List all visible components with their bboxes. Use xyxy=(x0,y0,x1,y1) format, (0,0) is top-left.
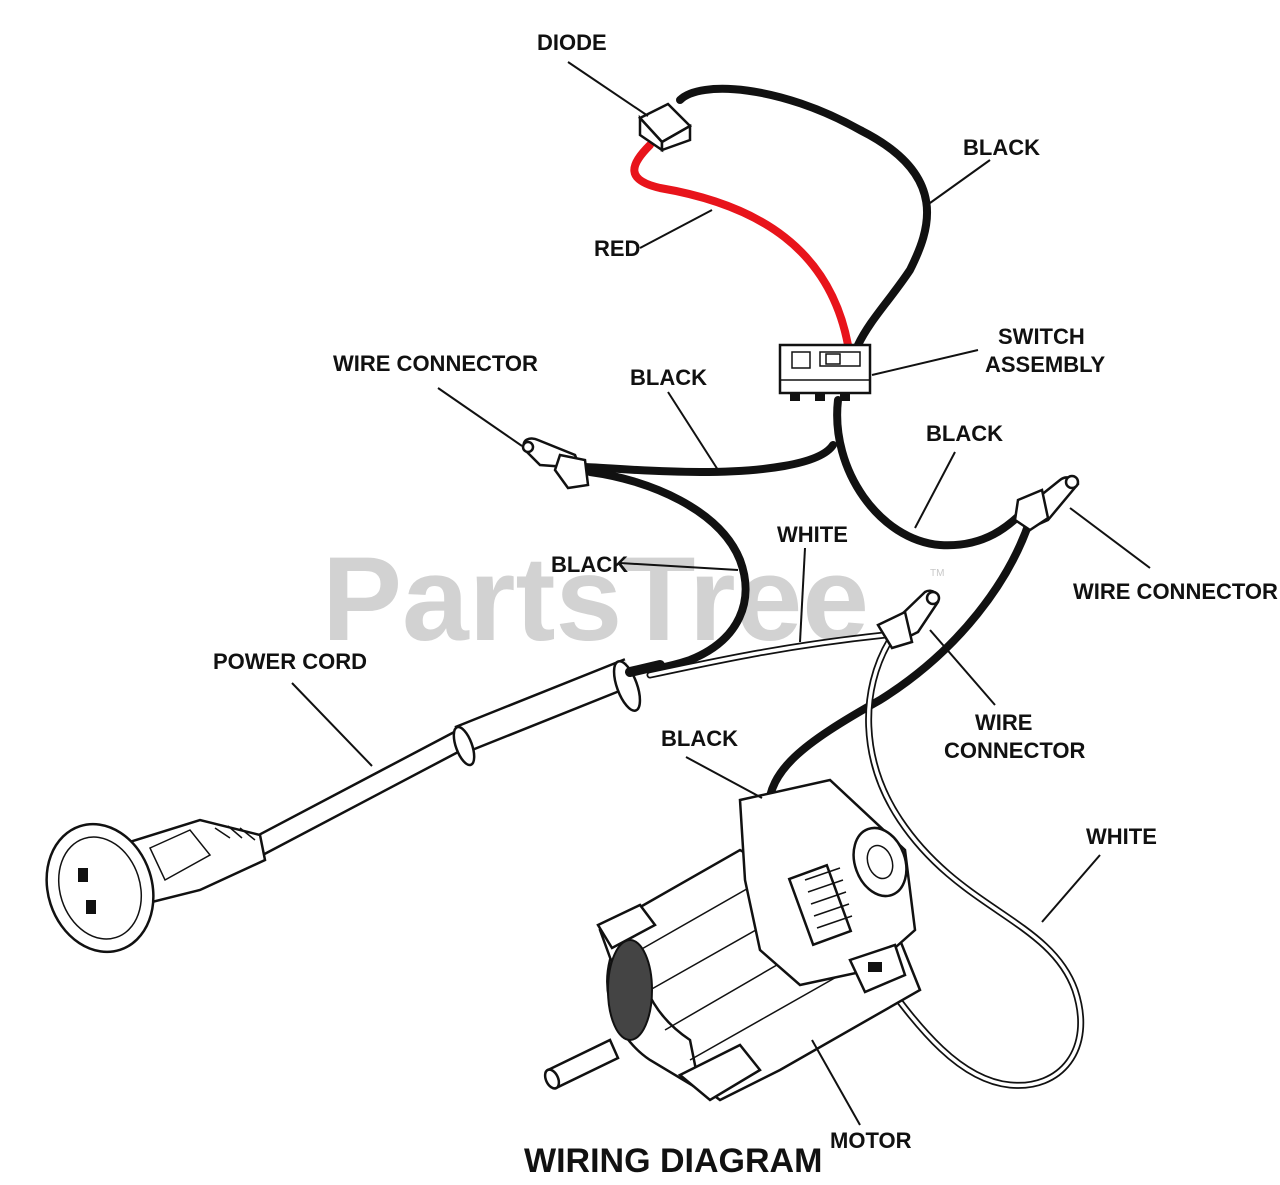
label-wire-connector-left: WIRE CONNECTOR xyxy=(333,351,538,376)
leader-black-mid xyxy=(667,391,719,471)
black-wire-cord xyxy=(586,468,750,674)
diode xyxy=(637,102,693,153)
label-red: RED xyxy=(594,236,640,261)
label-wire-connector-mid-line2: CONNECTOR xyxy=(944,738,1085,763)
wire-connector-middle xyxy=(876,589,941,650)
leader-black-motor xyxy=(685,756,763,799)
label-black-motor: BLACK xyxy=(661,726,738,751)
diagram-title: WIRING DIAGRAM xyxy=(524,1142,822,1180)
red-wire xyxy=(630,141,852,349)
leader-wire-connector-left xyxy=(437,387,523,447)
black-wire-motor xyxy=(764,516,1034,904)
label-black-right: BLACK xyxy=(926,421,1003,446)
leader-motor xyxy=(811,1039,861,1126)
motor xyxy=(543,778,922,1102)
power-cord xyxy=(249,658,665,858)
leader-white-right xyxy=(1041,854,1101,923)
label-wire-connector-right: WIRE CONNECTOR xyxy=(1073,579,1278,604)
leader-black-right xyxy=(914,451,956,529)
leader-wire-connector-right xyxy=(1069,507,1151,569)
leader-black-cord xyxy=(619,562,739,571)
wire-connector-right xyxy=(1013,474,1080,532)
label-power-cord: POWER CORD xyxy=(213,649,367,674)
label-switch-line2: ASSEMBLY xyxy=(985,352,1106,377)
label-motor: MOTOR xyxy=(830,1128,912,1153)
label-switch-line1: SWITCH xyxy=(998,324,1085,349)
label-white-right: WHITE xyxy=(1086,824,1157,849)
white-wire-motor xyxy=(866,638,1083,1088)
leader-white-top xyxy=(799,547,806,643)
wire-connector-left xyxy=(521,437,590,490)
black-wire-switch-right-connector xyxy=(833,396,1029,550)
label-diode: DIODE xyxy=(537,30,607,55)
power-plug xyxy=(45,818,267,954)
label-black-cord: BLACK xyxy=(551,552,628,577)
switch-assembly xyxy=(778,343,872,401)
label-white-top: WHITE xyxy=(777,522,848,547)
watermark-trademark: TM xyxy=(930,568,944,579)
label-black-mid: BLACK xyxy=(630,365,707,390)
leader-diode xyxy=(567,61,649,117)
watermark: PartsTree xyxy=(322,532,869,666)
black-wire-switch-left-connector xyxy=(581,441,837,477)
leader-switch xyxy=(871,349,979,376)
leader-power-cord xyxy=(291,682,373,767)
label-black-top: BLACK xyxy=(963,135,1040,160)
label-wire-connector-mid-line1: WIRE xyxy=(975,710,1032,735)
leader-wire-connector-mid xyxy=(929,629,996,706)
white-wire-cord xyxy=(648,633,887,677)
leader-black-top xyxy=(929,159,991,204)
leader-red xyxy=(639,209,713,249)
black-wire-diode-switch xyxy=(676,84,931,349)
